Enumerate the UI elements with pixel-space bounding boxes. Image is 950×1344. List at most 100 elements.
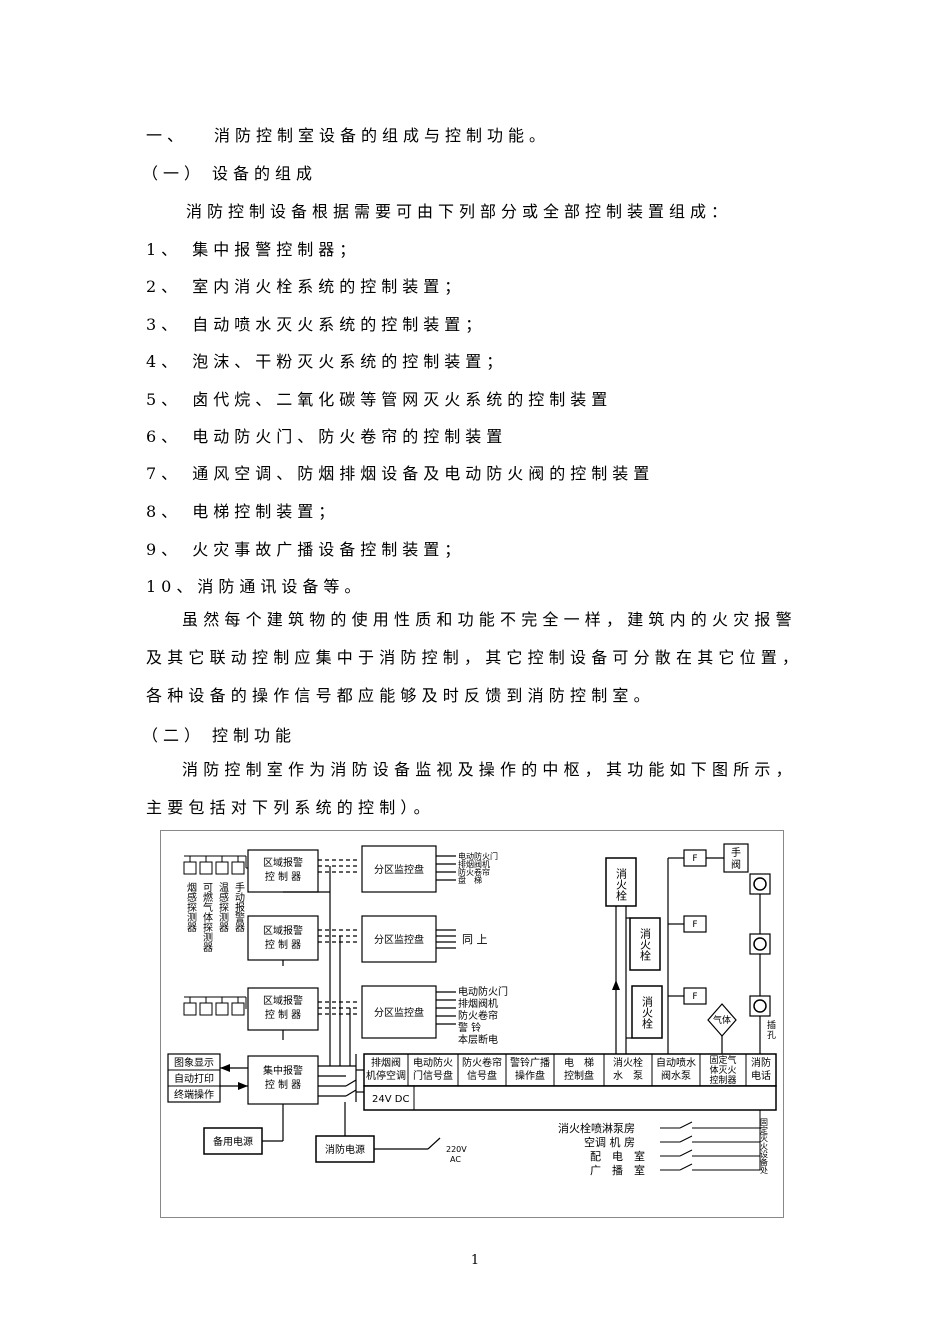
paragraph-1: 虽然每个建筑物的使用性质和功能不完全一样，建筑内的火灾报警及其它联动控制应集中于…: [146, 610, 804, 705]
bus-cell-hydrant-pump: 消火栓 水 泵: [613, 1056, 643, 1082]
heading-1-text: 消防控制室设备的组成与控制功能。: [214, 126, 551, 145]
bus-cell-phone: 消防 电话: [751, 1056, 771, 1082]
central-alarm-panel: 集中报警 控 制 器: [247, 1055, 319, 1105]
hydrant-3: 消火栓: [631, 985, 663, 1039]
svg-text:机停空调: 机停空调: [366, 1069, 406, 1082]
section-1-label: （一）: [142, 164, 206, 183]
ac-label: AC: [450, 1155, 461, 1164]
list-item: 2、 室内消火栓系统的控制装置；: [146, 277, 466, 296]
svg-text:区域报警: 区域报警: [263, 994, 303, 1007]
fire-power-box: 消防电源: [315, 1135, 375, 1163]
svg-text:门信号盘: 门信号盘: [413, 1069, 453, 1082]
list-item: 9、 火灾事故广播设备控制装置；: [146, 540, 466, 559]
svg-text:分区监控盘: 分区监控盘: [374, 933, 424, 946]
zone-alarm-panel-2: 区域报警 控 制 器: [247, 915, 319, 961]
output-label: 排烟阀机: [458, 859, 490, 869]
svg-text:阀水泵: 阀水泵: [661, 1069, 691, 1082]
svg-text:终端操作: 终端操作: [174, 1088, 214, 1101]
svg-text:消火栓: 消火栓: [639, 927, 652, 962]
detector-row-1: [183, 855, 248, 875]
svg-text:手: 手: [731, 846, 741, 859]
svg-text:F: F: [692, 920, 697, 930]
svg-text:集中报警: 集中报警: [263, 1064, 303, 1077]
svg-text:消火栓: 消火栓: [641, 995, 654, 1030]
phone-jack-icon: [749, 873, 771, 895]
list-item: 8、 电梯控制装置；: [146, 502, 340, 521]
section-2-label: （二）: [142, 726, 206, 745]
svg-text:消火栓: 消火栓: [613, 1056, 643, 1069]
svg-text:控 制 器: 控 制 器: [265, 938, 301, 951]
bus-cell-gas: 固定气 体灭火 控制器: [709, 1054, 736, 1086]
svg-text:信号盘: 信号盘: [467, 1069, 497, 1082]
list-item: 3、 自动喷水灭火系统的控制装置；: [146, 315, 487, 334]
svg-text:体灭火: 体灭火: [709, 1064, 736, 1076]
svg-text:控 制 器: 控 制 器: [265, 1008, 301, 1021]
svg-text:操作盘: 操作盘: [515, 1069, 545, 1082]
bus-cell-sprinkler: 自动喷水 阀水泵: [656, 1056, 696, 1082]
flow-switch-3: F: [683, 987, 707, 1005]
output-label: 盘 梯: [458, 875, 482, 885]
detector-label: 烟感探测器: [185, 881, 197, 933]
svg-text:分区监控盘: 分区监控盘: [374, 863, 424, 876]
hydrant-2: 消火栓: [629, 917, 661, 971]
svg-text:排烟阀: 排烟阀: [371, 1056, 401, 1069]
svg-text:控制盘: 控制盘: [564, 1069, 594, 1082]
paragraph-2: 消防控制室作为消防设备监视及操作的中枢，其功能如下图所示，主要包括对下列系统的控…: [146, 760, 797, 817]
output-label: 防火卷帘: [458, 867, 490, 877]
section-2-title: 控制功能: [212, 726, 297, 745]
list-item: 5、 卤代烷、二氧化碳等管网灭火系统的控制装置: [146, 390, 613, 409]
phone-jack-icon: [749, 933, 771, 955]
svg-text:警铃广播: 警铃广播: [510, 1056, 550, 1069]
svg-text:控制器: 控制器: [709, 1074, 736, 1086]
room-label: 空调 机 房: [584, 1135, 635, 1149]
svg-text:电动防火: 电动防火: [413, 1056, 453, 1069]
svg-text:电话: 电话: [751, 1069, 771, 1082]
zone-alarm-panel-3: 区域报警 控 制 器: [247, 987, 319, 1031]
svg-text:备用电源: 备用电源: [213, 1135, 253, 1148]
svg-text:固定气: 固定气: [709, 1054, 736, 1066]
manual-valve: 手 阀: [723, 843, 749, 873]
svg-text:消防电源: 消防电源: [325, 1143, 365, 1156]
output-label: 同 上: [462, 933, 488, 946]
fixed-extinguisher-label: 固定灭火设备处: [760, 1118, 769, 1175]
svg-text:自动打印: 自动打印: [174, 1072, 214, 1085]
bus-cell-elevator: 电 梯 控制盘: [564, 1056, 594, 1082]
fire-control-diagram: 烟感探测器 可燃气体探测器 温感探测器 手动报警器 区域报警 控 制 器 区域报…: [160, 830, 784, 1218]
dc-label: 24V DC: [372, 1094, 409, 1105]
svg-text:控 制 器: 控 制 器: [265, 1078, 301, 1091]
list-item: 10、消防通讯设备等。: [146, 577, 366, 596]
room-label: 广 播 室: [590, 1163, 645, 1177]
room-label: 消火栓喷淋泵房: [558, 1121, 635, 1135]
bus-cell-broadcast: 警铃广播 操作盘: [510, 1056, 550, 1082]
phone-jack-icon: [749, 995, 771, 1017]
svg-text:图象显示: 图象显示: [174, 1057, 214, 1069]
bus-cell-fire-door: 电动防火 门信号盘: [413, 1056, 453, 1082]
list-item: 1、 集中报警控制器；: [146, 240, 361, 259]
output-label: 电动防火门: [458, 985, 508, 998]
svg-text:防火卷帘: 防火卷帘: [462, 1056, 502, 1069]
svg-text:分区监控盘: 分区监控盘: [374, 1006, 424, 1019]
detector-label: 温感探测器: [217, 882, 229, 933]
zone-monitor-panel-3: 分区监控盘: [361, 985, 437, 1039]
list-item: 4、 泡沫、干粉灭火系统的控制装置；: [146, 352, 508, 371]
zone-monitor-panel-2: 分区监控盘: [361, 915, 437, 963]
backup-power-box: 备用电源: [203, 1127, 263, 1155]
svg-text:消火栓: 消火栓: [615, 867, 628, 902]
svg-text:控 制 器: 控 制 器: [265, 870, 301, 883]
room-label: 配 电 室: [590, 1149, 645, 1163]
jack-label: 插: [767, 1019, 776, 1031]
jack-label: 孔: [767, 1030, 776, 1041]
output-label: 电动防火门: [458, 851, 498, 861]
section-1-title: 设备的组成: [212, 164, 318, 183]
zone-monitor-panel-1: 分区监控盘: [361, 845, 437, 893]
list-item: 6、 电动防火门、防火卷帘的控制装置: [146, 427, 508, 446]
output-label: 排烟阀机: [458, 997, 498, 1010]
svg-text:区域报警: 区域报警: [263, 924, 303, 937]
output-label: 防火卷帘: [458, 1009, 498, 1022]
bus-cell-shutter: 防火卷帘 信号盘: [462, 1056, 502, 1082]
svg-text:水 泵: 水 泵: [613, 1070, 643, 1082]
flow-switch-1: F: [683, 849, 707, 867]
detector-label: 可燃气体探测器: [201, 882, 213, 953]
svg-text:自动喷水: 自动喷水: [656, 1056, 696, 1069]
output-label: 本层断电: [458, 1033, 498, 1046]
